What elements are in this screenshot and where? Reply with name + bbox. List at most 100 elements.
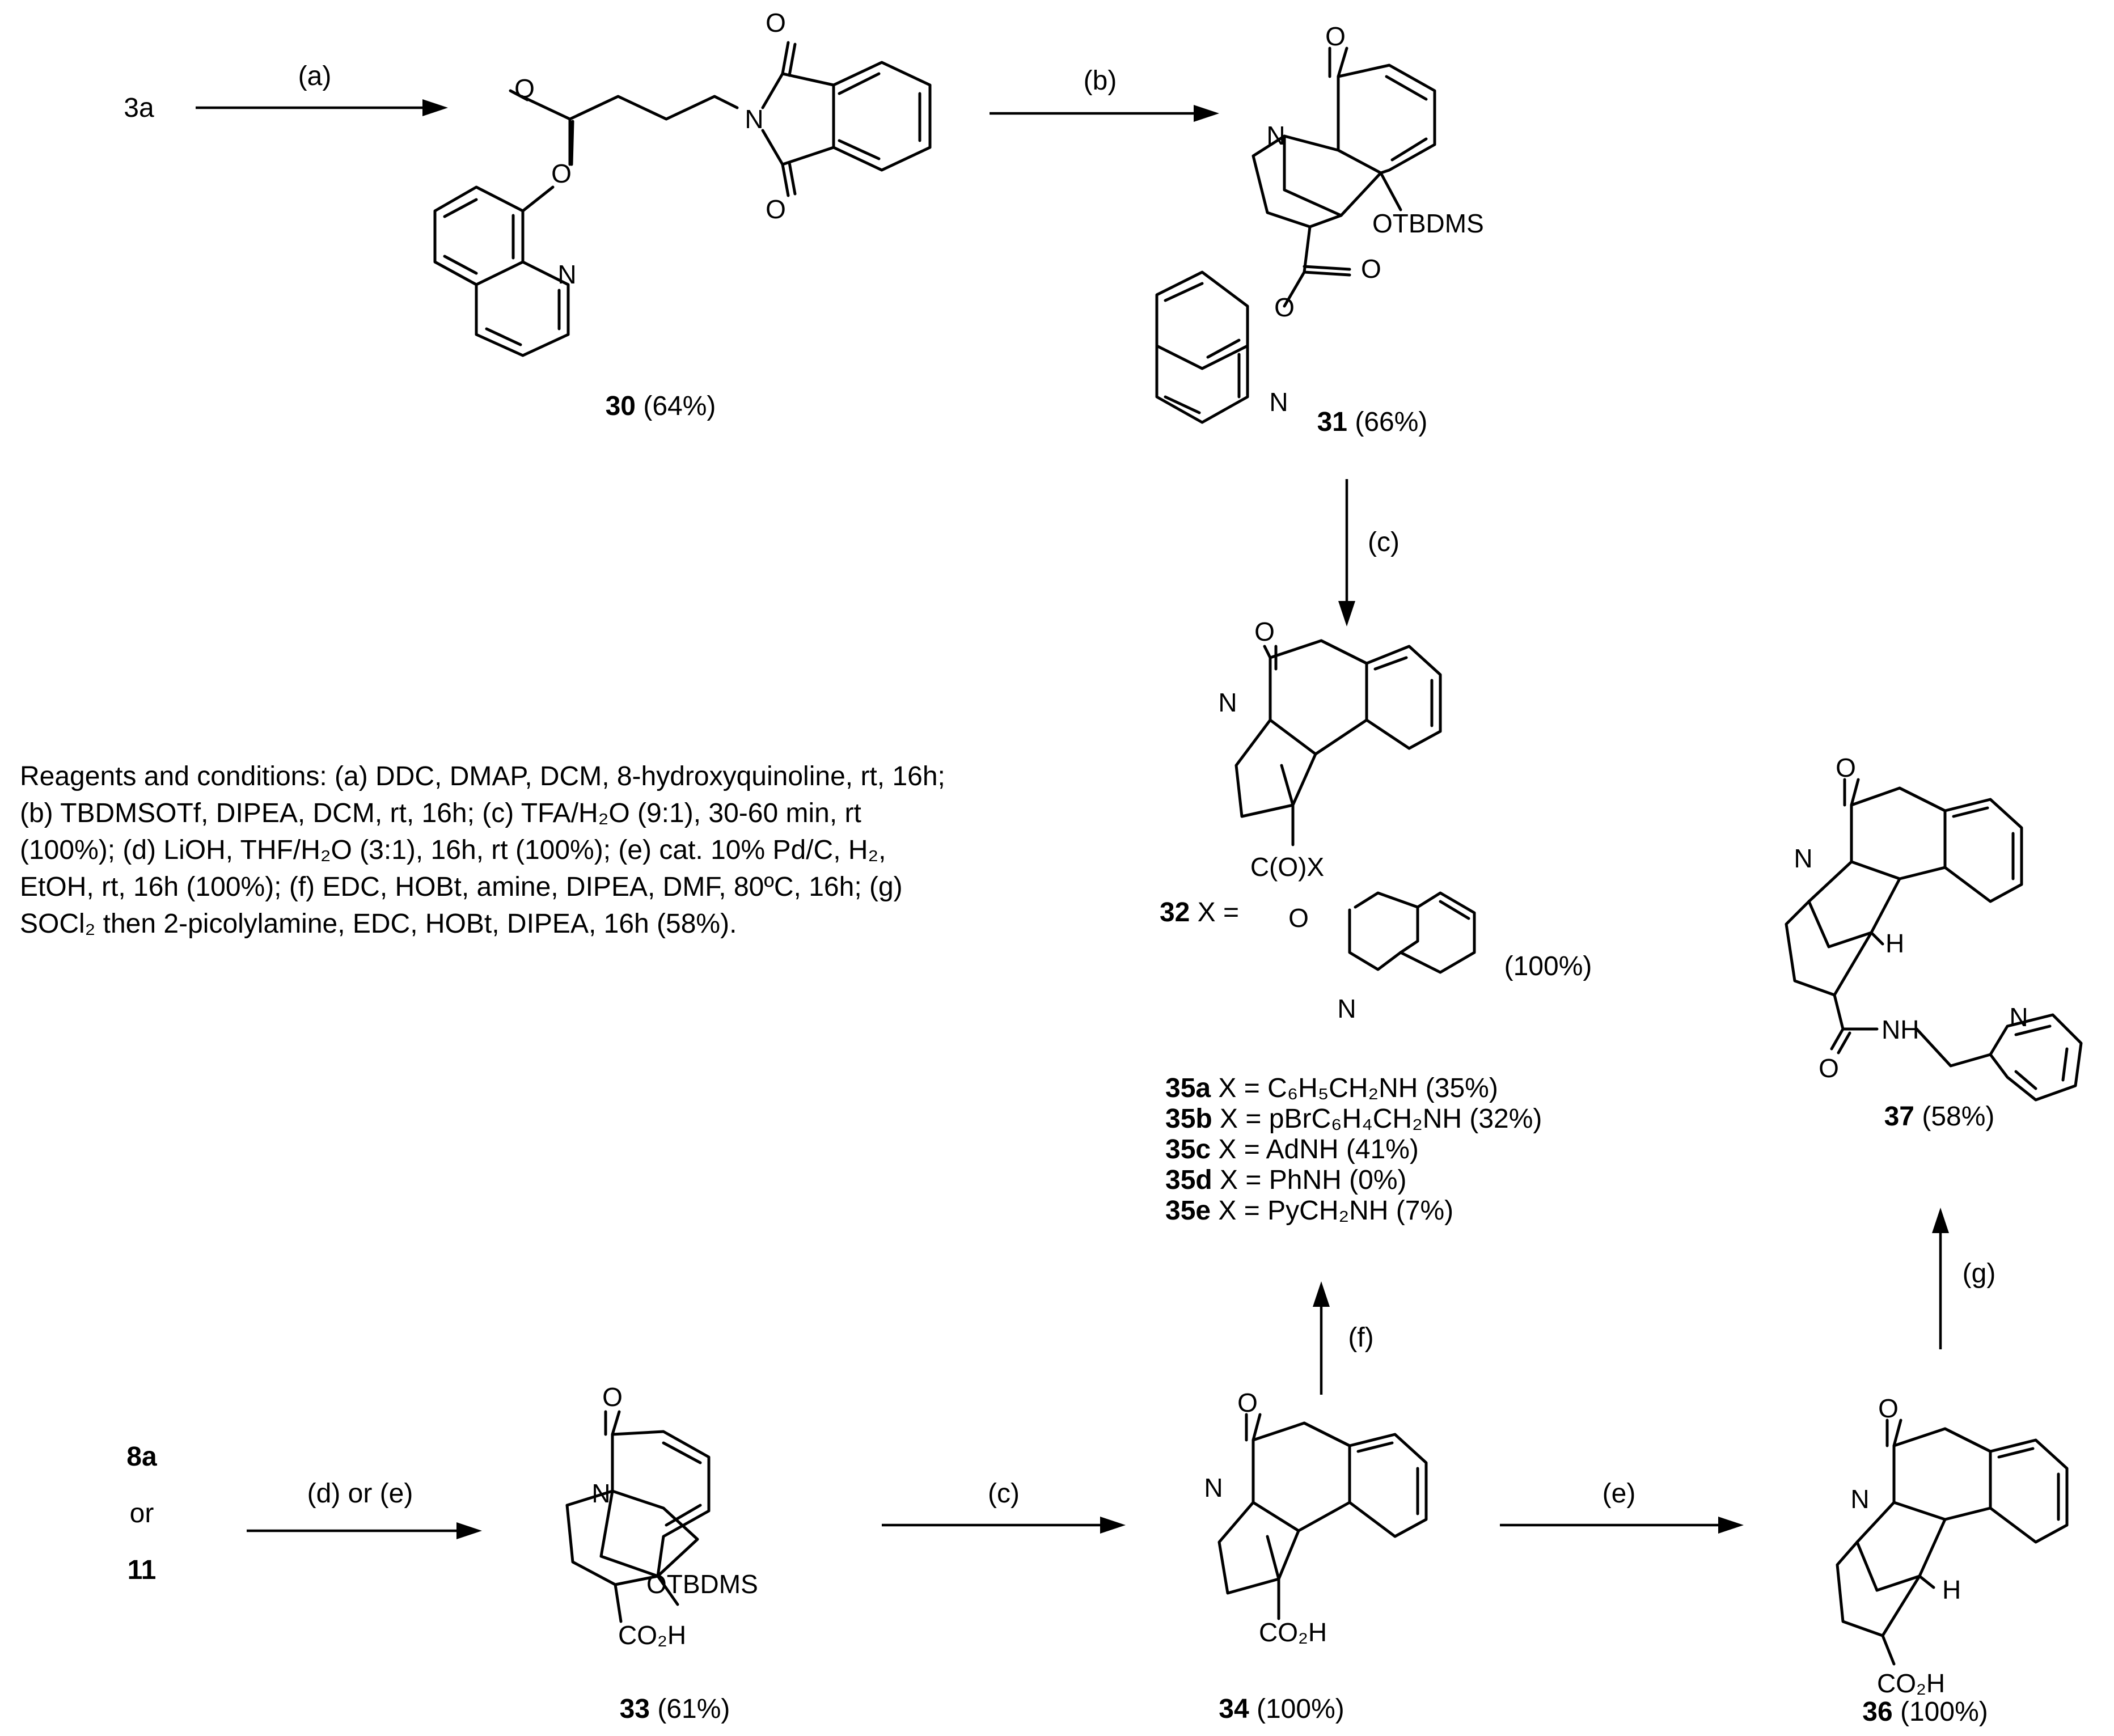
compound-37-yield: (58%) xyxy=(1922,1102,1994,1132)
compound-32-number: 32 xyxy=(1160,897,1190,928)
compound-35-item: 35d X = PhNH (0%) xyxy=(1165,1165,1407,1195)
atom-N-31b: N xyxy=(1269,387,1288,417)
atom-N-37b: N xyxy=(2009,1002,2028,1032)
caption-line-3: (100%); (d) LiOH, THF/H₂O (3:1), 16h, rt… xyxy=(20,835,886,865)
arrow-d-or-e: (d) or (e) xyxy=(247,1479,482,1539)
caption-line-5: SOCl₂ then 2-picolylamine, EDC, HOBt, DI… xyxy=(20,909,737,939)
arrow-a: (a) xyxy=(196,61,448,116)
compound-33-number: 33 xyxy=(620,1694,650,1724)
compound-31-number: 31 xyxy=(1317,407,1347,437)
arrow-e-label: (e) xyxy=(1603,1479,1636,1509)
compound-31-yield: (66%) xyxy=(1355,407,1427,437)
compound-34-label: 34 (100%) xyxy=(1219,1694,1344,1724)
compound-37-number: 37 xyxy=(1884,1102,1914,1132)
compound-33-label: 33 (61%) xyxy=(620,1694,730,1724)
compound-35-item: 35a X = C₆H₅CH₂NH (35%) xyxy=(1165,1073,1498,1103)
or-word: or xyxy=(130,1498,154,1528)
compound-35-item: 35e X = PyCH₂NH (7%) xyxy=(1165,1196,1453,1226)
compound-32-yield: (100%) xyxy=(1504,951,1592,981)
arrow-c2-label: (c) xyxy=(988,1479,1020,1509)
reagents-caption: Reagents and conditions: (a) DDC, DMAP, … xyxy=(20,761,945,939)
arrow-a-label: (a) xyxy=(298,61,332,91)
start-material-3a: 3a xyxy=(124,93,154,123)
compound-35-text: X = PhNH (0%) xyxy=(1212,1165,1407,1195)
atom-O-30b: O xyxy=(551,159,572,188)
compound-30-yield: (64%) xyxy=(643,391,716,421)
compound-32-x-eq: X = xyxy=(1198,897,1239,928)
atom-O-36: O xyxy=(1878,1394,1899,1423)
compound-31-label: 31 (66%) xyxy=(1317,407,1428,437)
arrow-c1-label: (c) xyxy=(1368,527,1400,557)
atom-H-36: H xyxy=(1942,1575,1961,1604)
atom-O-30c: O xyxy=(766,8,786,37)
atom-O-37a: O xyxy=(1836,753,1856,782)
compound-33-yield: (61%) xyxy=(657,1694,730,1724)
compound-37-structure: O N H NH O N xyxy=(1785,753,2083,1102)
compound-30-structure: O O N N O O xyxy=(433,8,932,357)
arrow-g-label: (g) xyxy=(1963,1259,1996,1289)
arrow-d-or-e-label: (d) or (e) xyxy=(307,1479,413,1509)
caption-line-2: (b) TBDMSOTf, DIPEA, DCM, rt, 16h; (c) T… xyxy=(20,798,861,828)
atom-N-37a: N xyxy=(1794,844,1812,873)
arrow-g: (g) xyxy=(1932,1208,1995,1349)
atom-NH-37: NH xyxy=(1882,1015,1919,1044)
atom-O-34: O xyxy=(1237,1388,1258,1417)
atom-OTBDMS-33: OTBDMS xyxy=(646,1569,758,1599)
atom-CO2H-34: CO₂H xyxy=(1259,1618,1327,1647)
atom-CO-X-32: C(O)X xyxy=(1250,852,1324,882)
start-material-11: 11 xyxy=(128,1555,157,1585)
compound-30-number: 30 xyxy=(606,391,636,421)
caption-line-1: Reagents and conditions: (a) DDC, DMAP, … xyxy=(20,761,945,791)
atom-N-36: N xyxy=(1850,1484,1869,1514)
atom-OTBDMS-31: OTBDMS xyxy=(1372,209,1484,238)
compound-34-structure: O N CO₂H xyxy=(1204,1388,1428,1647)
compound-32-structure: O N C(O)X O N xyxy=(1218,617,1476,1023)
compound-36-number: 36 xyxy=(1862,1697,1892,1727)
compound-36-label: 36 (100%) xyxy=(1862,1697,1988,1727)
arrow-e: (e) xyxy=(1500,1479,1744,1534)
compound-33-structure: O N OTBDMS CO₂H xyxy=(565,1382,758,1650)
compound-35-id: 35e xyxy=(1165,1196,1211,1226)
atom-O-30a: O xyxy=(514,74,535,103)
atom-O-32b: O xyxy=(1288,903,1309,933)
atom-O-37b: O xyxy=(1819,1053,1839,1083)
atom-N-32b: N xyxy=(1337,994,1356,1023)
compound-37-label: 37 (58%) xyxy=(1884,1102,1995,1132)
compound-35-id: 35a xyxy=(1165,1073,1211,1103)
atom-O-33: O xyxy=(602,1382,623,1412)
compound-35-text: X = AdNH (41%) xyxy=(1211,1134,1419,1165)
arrow-f: (f) xyxy=(1313,1281,1374,1395)
atom-O-32a: O xyxy=(1254,617,1275,646)
compound-31-structure: O N OTBDMS O O N xyxy=(1155,22,1484,424)
arrow-b-label: (b) xyxy=(1084,66,1117,96)
caption-line-4: EtOH, rt, 16h (100%); (f) EDC, HOBt, ami… xyxy=(20,872,903,902)
arrow-c-vertical: (c) xyxy=(1338,479,1400,626)
atom-N-33: N xyxy=(591,1479,610,1508)
atom-N-32a: N xyxy=(1218,688,1237,717)
atom-O-30d: O xyxy=(766,194,786,224)
atom-N-30: N xyxy=(557,260,576,289)
atom-N-31a: N xyxy=(1266,121,1285,150)
arrow-c-horizontal: (c) xyxy=(882,1479,1126,1534)
compound-35-id: 35c xyxy=(1165,1134,1211,1165)
atom-O-31b: O xyxy=(1361,254,1381,283)
compound-30-label: 30 (64%) xyxy=(606,391,716,421)
compound-35-item: 35c X = AdNH (41%) xyxy=(1165,1134,1419,1165)
compound-35-text: X = PyCH₂NH (7%) xyxy=(1211,1196,1453,1226)
compound-36-structure: O N H CO₂H xyxy=(1836,1394,2069,1698)
compound-35-text: X = C₆H₅CH₂NH (35%) xyxy=(1211,1073,1498,1103)
atom-CO2H-36: CO₂H xyxy=(1877,1669,1945,1698)
compound-35-id: 35b xyxy=(1165,1104,1212,1134)
arrow-b: (b) xyxy=(990,66,1219,122)
atom-O-31c: O xyxy=(1274,293,1295,322)
compound-35-id: 35d xyxy=(1165,1165,1212,1195)
compound-35-text: X = pBrC₆H₄CH₂NH (32%) xyxy=(1212,1104,1542,1134)
atom-N-30b: N xyxy=(745,104,763,134)
arrow-f-label: (f) xyxy=(1348,1323,1373,1353)
atom-O-31a: O xyxy=(1325,22,1346,51)
compound-34-number: 34 xyxy=(1219,1694,1249,1724)
compound-35-list: 35a X = C₆H₅CH₂NH (35%)35b X = pBrC₆H₄CH… xyxy=(1165,1073,1542,1226)
compound-35-item: 35b X = pBrC₆H₄CH₂NH (32%) xyxy=(1165,1104,1542,1134)
atom-CO2H-33: CO₂H xyxy=(618,1620,686,1650)
